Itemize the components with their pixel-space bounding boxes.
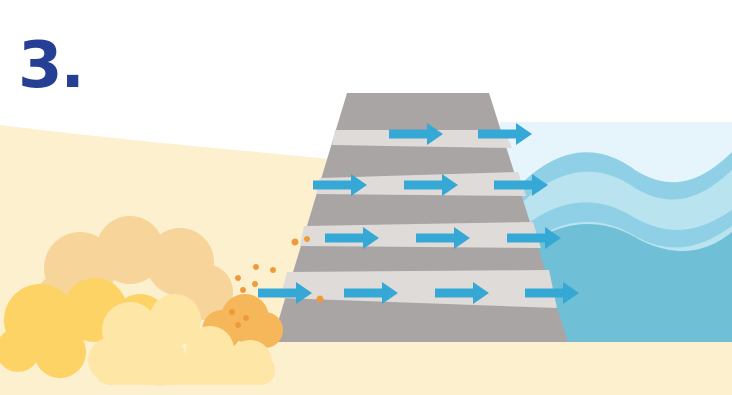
step-number: 3. xyxy=(18,34,83,98)
